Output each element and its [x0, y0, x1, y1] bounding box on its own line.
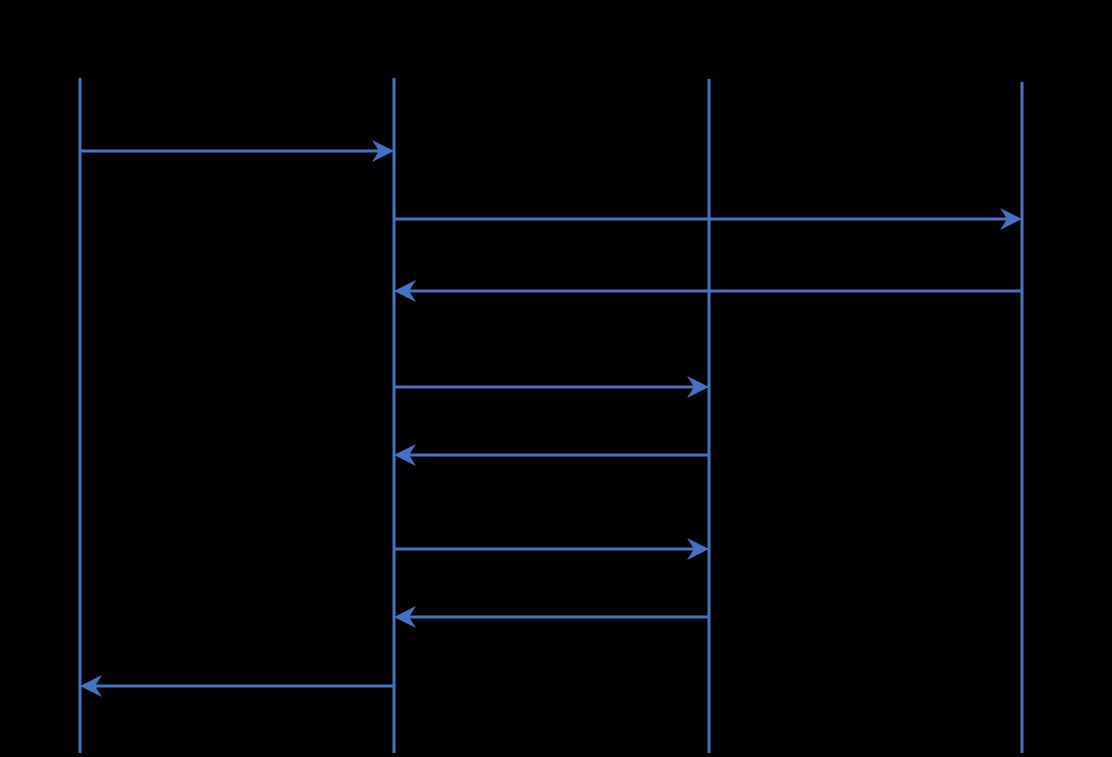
message-arrow-3-head — [394, 280, 416, 302]
message-arrow-5-head — [394, 444, 416, 466]
message-arrow-1-head — [372, 140, 394, 162]
message-arrow-6-head — [687, 538, 709, 560]
message-arrow-7-head — [394, 606, 416, 628]
message-arrow-4-head — [687, 376, 709, 398]
message-arrow-8-head — [80, 675, 102, 697]
message-arrow-2-head — [1000, 208, 1022, 230]
